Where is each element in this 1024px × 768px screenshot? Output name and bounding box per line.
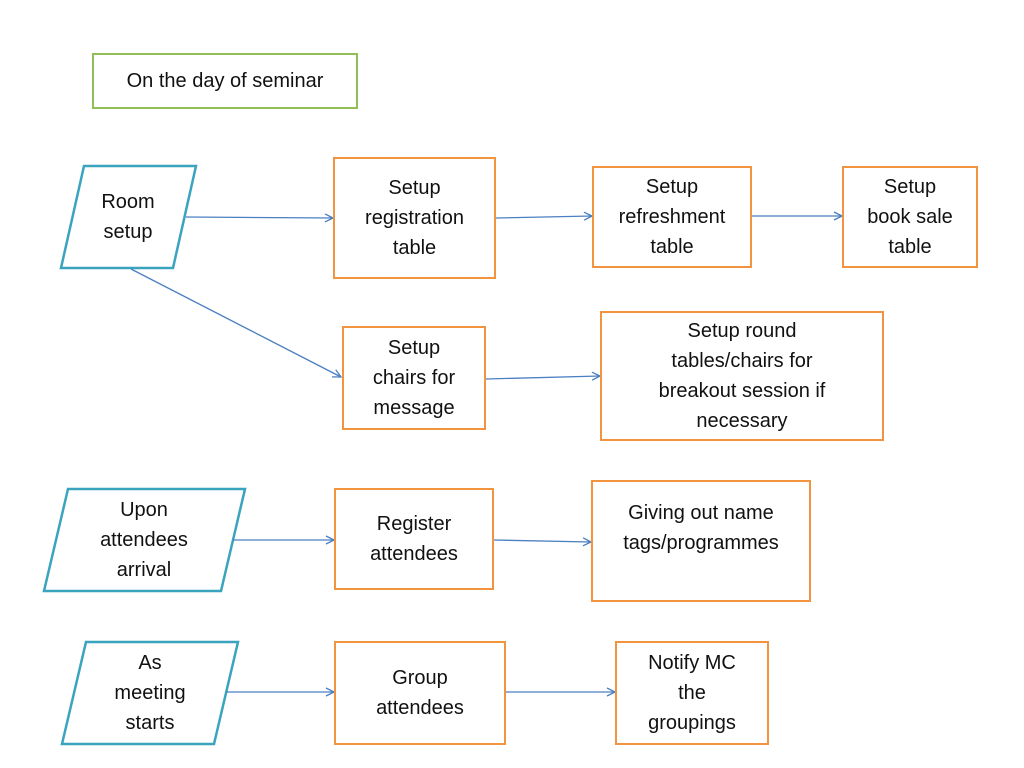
step-group-attendees: Group attendees [334,641,506,745]
diagram-title: On the day of seminar [92,53,358,109]
arrow-register-to-nametags [493,540,591,542]
trigger-meeting-starts: As meeting starts [114,652,186,734]
step-setup-refreshment-table: Setup refreshment table [592,166,752,268]
step-notify-mc: Notify MC the groupings [615,641,769,745]
step-giving-out-name-tags: Giving out name tags/programmes [591,480,811,602]
step-setup-chairs-for-message: Setup chairs for message [342,326,486,430]
trigger-room-setup: Room setup [101,191,155,243]
step-setup-breakout-tables: Setup round tables/chairs for breakout s… [600,311,884,441]
arrow-registration-to-refreshment [495,216,592,218]
step-setup-registration-table: Setup registration table [333,157,496,279]
step-register-attendees: Register attendees [334,488,494,590]
trigger-attendee-arrival: Upon attendees arrival [100,499,188,581]
step-setup-book-sale-table: Setup book sale table [842,166,978,268]
arrow-room-to-registration [185,217,333,218]
arrow-chairs-to-breakout [485,376,600,379]
arrow-room-to-chairs [130,268,341,377]
